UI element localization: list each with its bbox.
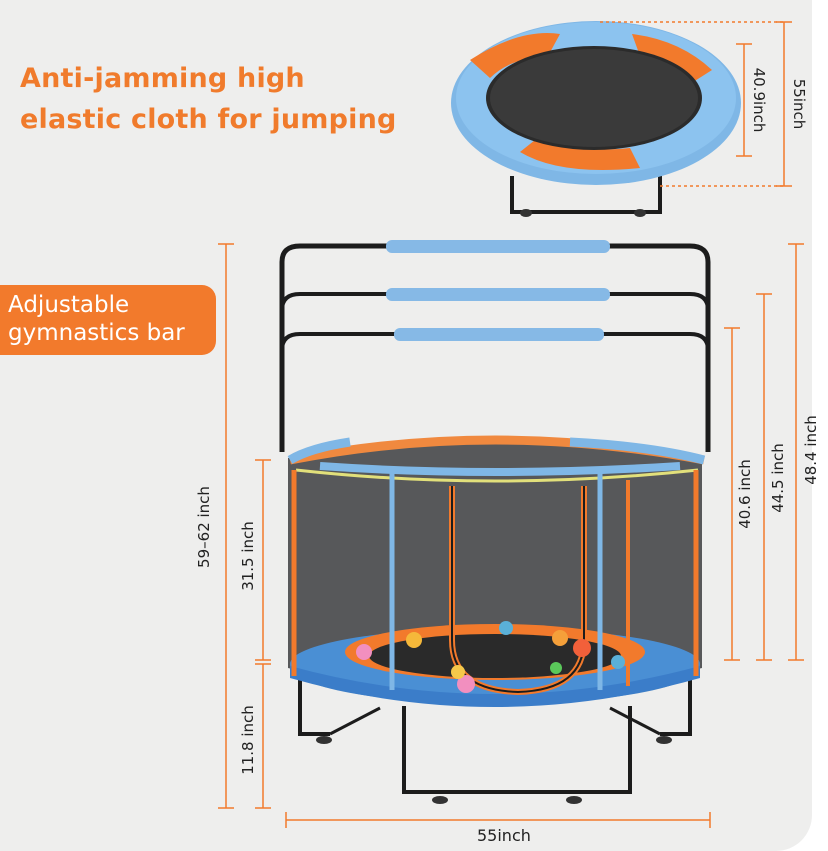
badge-line-2: gymnastics bar bbox=[8, 320, 185, 346]
dim-bar-high: 48.4 inch bbox=[802, 415, 820, 485]
dim-top-outer: 55inch bbox=[790, 78, 808, 130]
badge-line-1: Adjustable bbox=[8, 292, 130, 318]
dim-leg-height: 11.8 inch bbox=[239, 705, 257, 775]
headline: Anti-jamming high elastic cloth for jump… bbox=[20, 58, 397, 140]
bar-pad-middle bbox=[386, 288, 610, 301]
dim-total-height: 59–62 inch bbox=[195, 486, 213, 568]
feature-badge: Adjustable gymnastics bar bbox=[0, 285, 216, 355]
dim-top-inner: 40.9inch bbox=[750, 67, 768, 133]
bar-pad-bottom bbox=[394, 328, 604, 341]
dim-bar-low: 40.6 inch bbox=[736, 459, 754, 529]
main-trampoline bbox=[279, 240, 711, 804]
dim-bar-mid: 44.5 inch bbox=[769, 443, 787, 513]
bar-pad-top bbox=[386, 240, 610, 253]
top-view-trampoline bbox=[451, 21, 741, 217]
headline-line-1: Anti-jamming high bbox=[20, 63, 305, 94]
headline-line-2: elastic cloth for jumping bbox=[20, 104, 397, 135]
dim-net-height: 31.5 inch bbox=[239, 521, 257, 591]
dim-bottom-width: 55inch bbox=[477, 826, 531, 845]
dimension-lines bbox=[218, 21, 804, 828]
